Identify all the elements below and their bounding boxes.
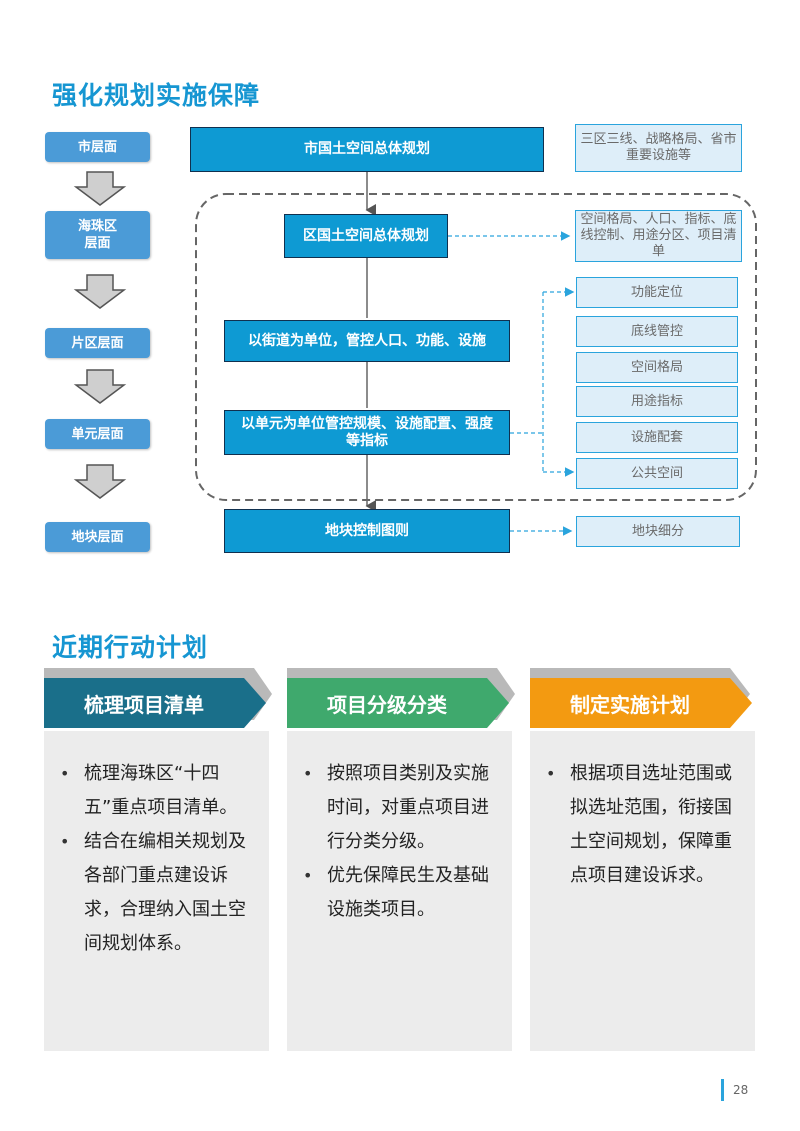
column-panel-1: 梳理海珠区“十四五”重点项目清单。 结合在编相关规划及各部门重点建设诉求，合理纳… (44, 731, 269, 1051)
column-header-label: 制定实施计划 (570, 692, 690, 717)
column-header-label: 项目分级分类 (327, 692, 447, 717)
list-item: 结合在编相关规划及各部门重点建设诉求，合理纳入国土空间规划体系。 (58, 825, 259, 961)
level-unit: 单元层面 (45, 419, 150, 449)
down-arrow-icon (73, 171, 127, 206)
flow-connectors (73, 171, 757, 536)
note-unit-function: 功能定位 (576, 277, 738, 308)
down-arrow-icon (73, 274, 127, 309)
column-header-3: 制定实施计划 (530, 668, 760, 728)
section-title-implementation: 强化规划实施保障 (52, 81, 261, 110)
level-city: 市层面 (45, 132, 150, 162)
section-title-action-plan: 近期行动计划 (52, 633, 209, 662)
list-item: 根据项目选址范围或拟选址范围，衔接国土空间规划，保障重点项目建设诉求。 (544, 757, 745, 893)
plan-city-master: 市国土空间总体规划 (190, 127, 544, 172)
note-unit-spatial: 空间格局 (576, 352, 738, 383)
plan-district-master: 区国土空间总体规划 (284, 214, 448, 258)
down-arrow-icon (73, 464, 127, 499)
list-item: 梳理海珠区“十四五”重点项目清单。 (58, 757, 259, 825)
column-header-2: 项目分级分类 (287, 668, 517, 728)
page-number-bar (721, 1079, 724, 1101)
level-area: 片区层面 (45, 328, 150, 358)
column-header-1: 梳理项目清单 (44, 668, 274, 728)
note-unit-landuse: 用途指标 (576, 386, 738, 417)
plan-unit-control: 以单元为单位管控规模、设施配置、强度等指标 (224, 410, 510, 455)
list-item: 按照项目类别及实施时间，对重点项目进行分类分级。 (301, 757, 502, 859)
note-district: 空间格局、人口、指标、底线控制、用途分区、项目清单 (575, 210, 742, 262)
column-header-label: 梳理项目清单 (84, 692, 204, 717)
note-parcel: 地块细分 (576, 516, 740, 547)
list-item: 优先保障民生及基础设施类项目。 (301, 859, 502, 927)
level-haizhu-district: 海珠区 层面 (45, 211, 150, 259)
level-parcel: 地块层面 (45, 522, 150, 552)
plan-street-control: 以街道为单位，管控人口、功能、设施 (224, 320, 510, 362)
note-unit-facility: 设施配套 (576, 422, 738, 453)
plan-parcel-control: 地块控制图则 (224, 509, 510, 553)
down-arrow-icon (73, 369, 127, 404)
note-unit-public-space: 公共空间 (576, 458, 738, 489)
column-panel-3: 根据项目选址范围或拟选址范围，衔接国土空间规划，保障重点项目建设诉求。 (530, 731, 755, 1051)
column-panel-2: 按照项目类别及实施时间，对重点项目进行分类分级。 优先保障民生及基础设施类项目。 (287, 731, 512, 1051)
district-scope-outline (195, 193, 757, 501)
page-number: 28 (733, 1083, 749, 1097)
note-city: 三区三线、战略格局、省市重要设施等 (575, 124, 742, 172)
note-unit-baseline: 底线管控 (576, 316, 738, 347)
